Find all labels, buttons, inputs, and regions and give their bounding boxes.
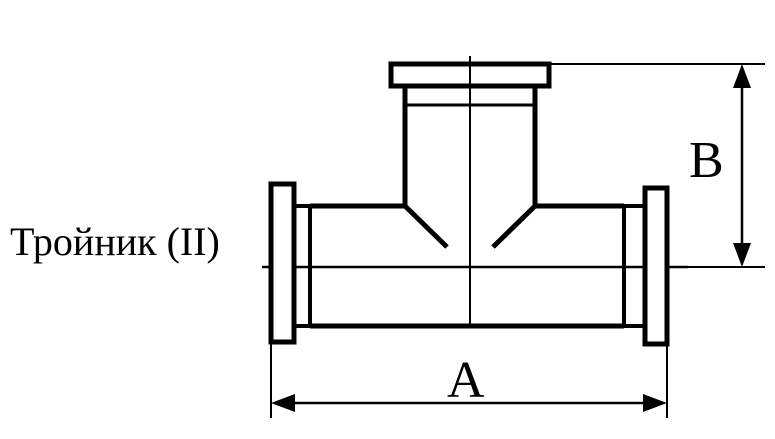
dimension-b-arrow-top: [733, 64, 751, 88]
dimension-b-label: B: [689, 132, 724, 189]
right-flange: [642, 185, 670, 347]
left-junction-chamfer: [403, 204, 449, 249]
right-junction-chamfer: [491, 204, 537, 249]
dimension-a-arrow-right: [643, 394, 667, 412]
dimension-a-label: A: [447, 352, 485, 409]
left-flange: [268, 181, 297, 345]
dimension-a-arrow-left: [271, 394, 295, 412]
fitting-caption: Тройник (II): [10, 219, 220, 264]
dimension-b-arrow-bottom: [733, 243, 751, 267]
